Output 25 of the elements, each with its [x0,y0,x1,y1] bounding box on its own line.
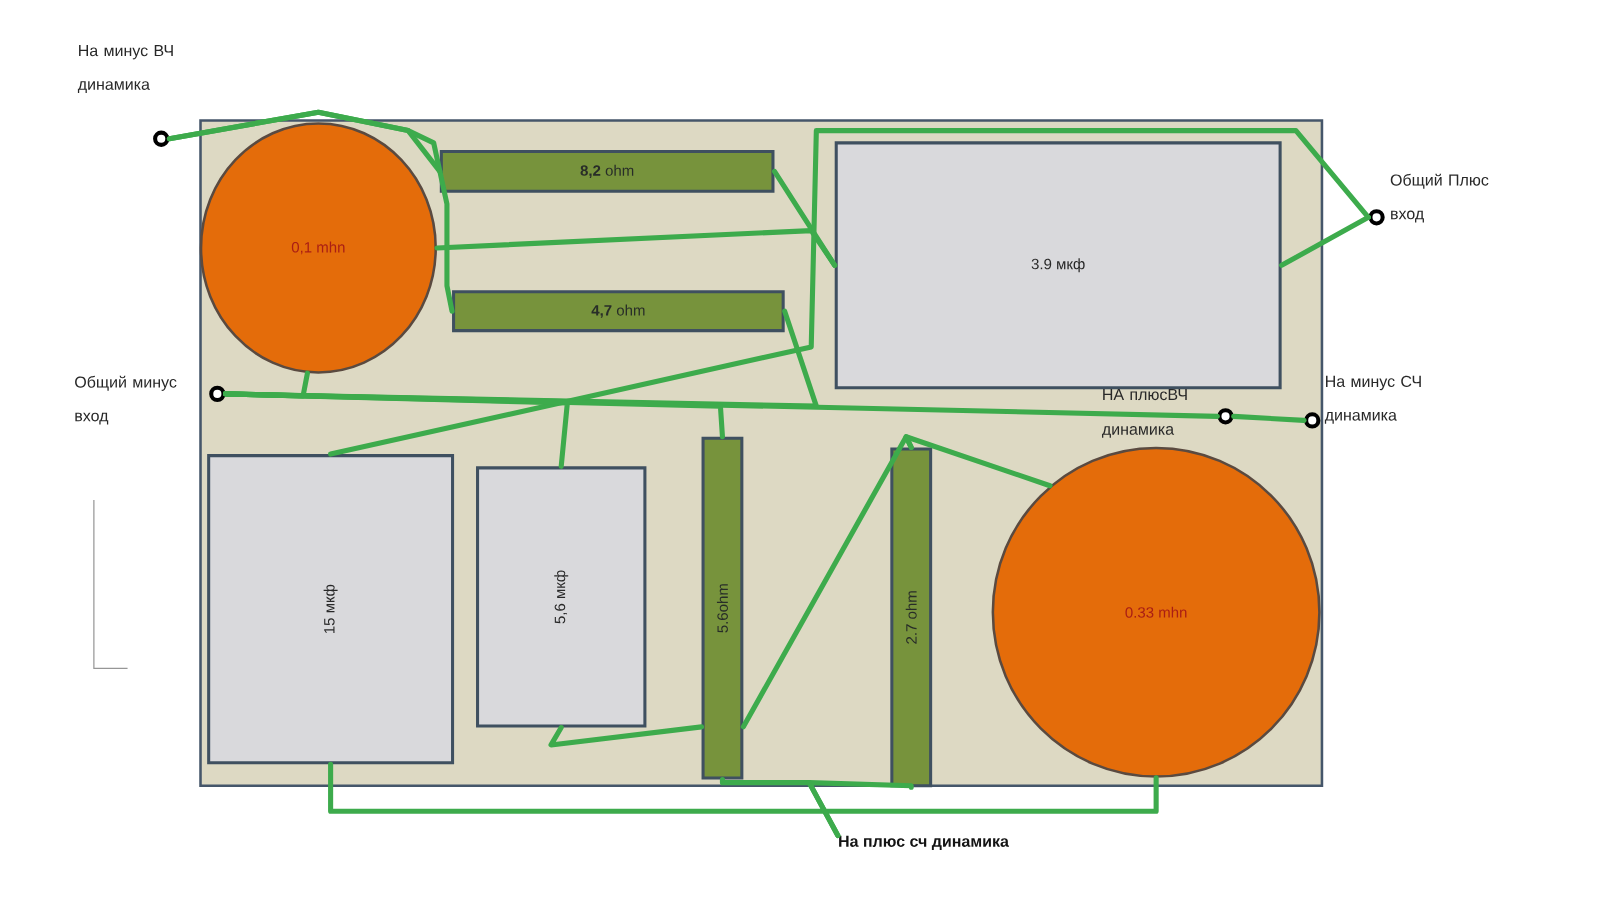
wire [328,761,1159,814]
inductor-coil: 0.33 mhn [991,446,1321,778]
wire [166,109,455,314]
resistor: 2.7 ohm [890,447,933,788]
capacitor: 5,6 мкф [476,466,647,728]
terminal-label: На минус СЧ динамика [1324,375,1421,424]
wire [1231,413,1307,423]
wire [548,724,705,748]
terminal-label: Общий Плюс вход [1390,173,1489,223]
wire [222,391,725,440]
wire [1279,214,1371,268]
terminal-label: Общий минус вход [75,375,177,425]
capacitor: 3.9 мкф [834,141,1282,390]
terminal-label: На минус ВЧ динамика [77,45,173,93]
capacitor: 15 мкф [207,454,455,765]
wire [903,434,1053,489]
terminal-label: НА плюсВЧ динамика [1102,389,1187,438]
wire [771,168,838,268]
resistor: 8,2 ohm [439,150,775,193]
resistor: 5.6ohm [701,436,744,780]
terminal-label: На плюс сч динамика [839,835,1009,850]
resistor: 4,7 ohm [452,290,785,333]
wire [806,780,914,839]
wire [328,128,1371,457]
inductor-coil: 0,1 mhn [199,122,437,374]
